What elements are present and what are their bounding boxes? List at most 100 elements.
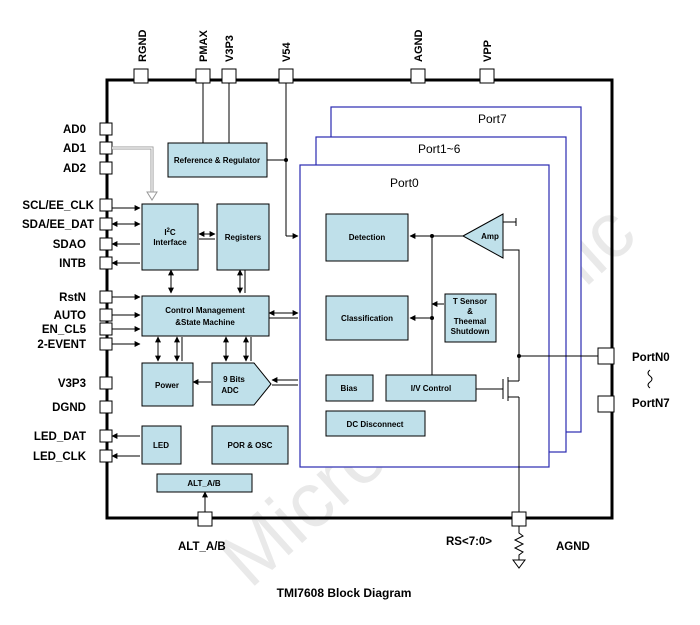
block-alt-ab [156, 473, 253, 493]
pin-ad1 [99, 141, 113, 155]
block-classification [325, 295, 409, 341]
block-dc-disconnect [325, 410, 426, 437]
block-label-iv-control: I/V Control [411, 384, 451, 393]
pin-label-sda: SDA/EE_DAT [22, 219, 94, 231]
block-label-power: Power [155, 381, 179, 390]
block-power [141, 362, 194, 407]
pin-agnd-top [410, 68, 426, 84]
block-reference-regulator [167, 142, 268, 178]
pin-scl [99, 198, 113, 212]
pin-label-alt-ab: ALT_A/B [178, 541, 226, 553]
pin-label-sdao: SDAO [53, 239, 86, 251]
pin-label-agnd-top: AGND [413, 30, 425, 62]
pin-ad2 [99, 161, 113, 175]
pin-label-auto: AUTO [54, 310, 86, 322]
pin-label-vpp: VPP [482, 40, 494, 62]
port1-6-label: Port1~6 [418, 142, 461, 156]
pin-label-intb: INTB [59, 258, 86, 270]
block-label-adc-2: ADC [221, 386, 239, 395]
pin-v54 [278, 68, 294, 84]
block-tsensor [444, 293, 497, 343]
block-label-control-1: Control Management [165, 306, 245, 315]
block-label-alt-ab: ALT_A/B [187, 479, 220, 488]
pin-label-portn0: PortN0 [632, 352, 670, 364]
block-label-tsensor-2: & [467, 307, 473, 316]
block-por-osc [211, 425, 289, 465]
pin-pmax [195, 68, 211, 84]
pin-label-2event: 2-EVENT [37, 339, 86, 351]
block-label-i2c: I2C [164, 228, 176, 237]
block-label-adc-1: 9 Bits [223, 375, 245, 384]
block-amp [461, 213, 504, 259]
block-label-control-2: &State Machine [175, 318, 235, 327]
pin-label-ad2: AD2 [63, 163, 86, 175]
block-label-por-osc: POR & OSC [228, 441, 273, 450]
bottom-pins: ALT_A/B RS<7:0> AGND [178, 511, 590, 569]
pin-dgnd [99, 400, 113, 414]
block-bias [325, 374, 374, 402]
pin-rstn [99, 290, 113, 304]
port7-label: Port7 [478, 112, 507, 126]
block-label-tsensor-1: T Sensor [453, 297, 487, 306]
pin-en-cl5 [99, 322, 113, 336]
pin-label-rs: RS<7:0> [446, 536, 492, 548]
pin-led-dat [99, 429, 113, 443]
block-label-registers: Registers [225, 233, 262, 242]
pin-label-ad0: AD0 [63, 124, 86, 136]
pin-v3p3-top [221, 68, 237, 84]
wires [111, 83, 598, 512]
block-control-management [141, 295, 270, 337]
pin-led-clk [99, 449, 113, 463]
block-label-tsensor-3: Theemal [454, 317, 486, 326]
pin-v3p3-left [99, 376, 113, 390]
pin-ad0 [99, 122, 113, 136]
label-agnd-bottom: AGND [556, 541, 590, 553]
diagram-caption: TMI7608 Block Diagram [277, 586, 412, 600]
pin-label-led-dat: LED_DAT [34, 431, 86, 443]
pin-label-led-clk: LED_CLK [33, 451, 87, 463]
block-label-i2c-interface: Interface [153, 238, 187, 247]
left-pins: AD0 AD1 AD2 SCL/EE_CLK SDA/EE_DAT SDAO I… [22, 122, 113, 463]
pin-label-v3p3-left: V3P3 [58, 378, 86, 390]
block-iv-control [385, 374, 477, 402]
pin-alt-ab [197, 511, 213, 527]
pin-label-v54: V54 [281, 42, 293, 62]
ground-symbol [512, 559, 526, 569]
block-label-bias: Bias [341, 384, 358, 393]
block-label-reference: Reference & Regulator [174, 156, 260, 165]
pin-label-en-cl5: EN_CL5 [42, 324, 87, 336]
pin-label-rstn: RstN [59, 292, 86, 304]
block-registers [216, 203, 270, 271]
pin-2event [99, 337, 113, 351]
block-label-tsensor-4: Shutdown [451, 327, 490, 336]
pin-sdao [99, 237, 113, 251]
blocks: Reference & Regulator I2C Interface Regi… [141, 142, 504, 493]
top-pins: RGND PMAX V3P3 V54 AGND VPP [133, 30, 495, 84]
pin-label-scl: SCL/EE_CLK [22, 200, 94, 212]
pin-label-ad1: AD1 [63, 143, 87, 155]
block-label-classification: Classification [341, 314, 393, 323]
block-label-led: LED [153, 441, 169, 450]
block-label-detection: Detection [349, 233, 386, 242]
pin-label-portn7: PortN7 [632, 398, 670, 410]
port0-label: Port0 [390, 176, 419, 190]
block-label-dc-disconnect: DC Disconnect [347, 420, 404, 429]
pin-intb [99, 256, 113, 270]
pin-portn0 [597, 347, 615, 365]
pin-label-v3p3-top: V3P3 [224, 35, 236, 62]
pin-label-rgnd: RGND [137, 30, 149, 62]
pin-auto [99, 308, 113, 322]
pin-portn7 [597, 395, 615, 413]
block-label-amp: Amp [481, 232, 499, 241]
pin-sda [99, 217, 113, 231]
block-i2c-interface [141, 203, 199, 271]
block-adc [211, 362, 272, 406]
pin-rgnd [133, 68, 149, 84]
rs-resistor [513, 526, 525, 560]
pin-label-dgnd: DGND [52, 402, 86, 414]
right-pins: PortN0 PortN7 [597, 347, 670, 413]
block-detection [325, 213, 409, 262]
pin-vpp [479, 68, 495, 84]
block-led [141, 425, 182, 465]
